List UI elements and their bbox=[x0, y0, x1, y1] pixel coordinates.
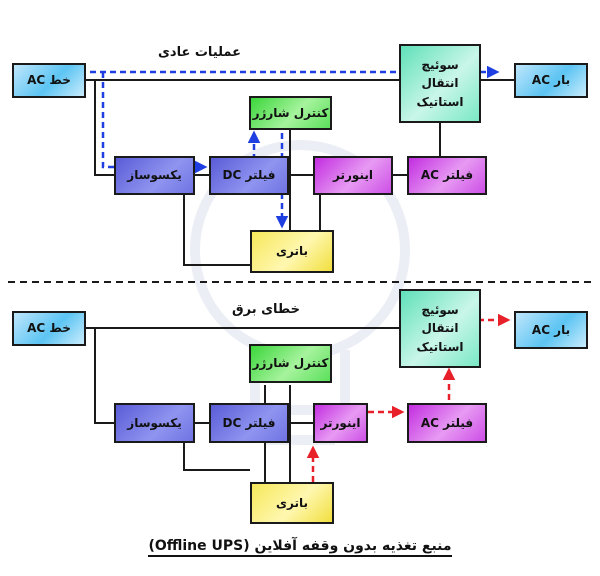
static-switch-label-1-fault: سوئیچ bbox=[421, 302, 459, 317]
diagram-title-text: منبع تغذیه بدون وقفه آفلاین (Offline UPS… bbox=[148, 538, 452, 557]
dc-filter-block-fault: فیلتر DC bbox=[209, 403, 289, 443]
static-switch-block-fault: سوئیچ انتقال استاتیک bbox=[399, 289, 481, 368]
inverter-block-fault: اینورتر bbox=[313, 403, 368, 443]
battery-block: باتری bbox=[250, 230, 334, 273]
inverter-block: اینورتر bbox=[313, 156, 393, 195]
static-switch-label-1: سوئیچ bbox=[421, 57, 459, 72]
rectifier-block-fault: یکسوساز bbox=[114, 403, 195, 443]
diagram-title: منبع تغذیه بدون وقفه آفلاین (Offline UPS… bbox=[0, 538, 600, 557]
static-switch-block: سوئیچ انتقال استاتیک bbox=[399, 44, 481, 123]
static-switch-label-3: استاتیک bbox=[416, 94, 464, 109]
static-switch-label-2: انتقال bbox=[421, 76, 459, 91]
ac-load-block-fault: بار AC bbox=[514, 311, 588, 349]
static-switch-label-3-fault: استاتیک bbox=[416, 339, 464, 354]
power-failure-label: خطای برق bbox=[232, 302, 300, 317]
charge-controller-block-fault: کنترل شارژر bbox=[249, 344, 332, 383]
ac-load-block: بار AC bbox=[514, 63, 588, 98]
fault-flow-path bbox=[306, 313, 511, 482]
ac-filter-block-fault: فیلتر AC bbox=[407, 403, 487, 443]
ac-line-block: خط AC bbox=[12, 63, 86, 98]
normal-operation-label: عملیات عادی bbox=[158, 45, 242, 60]
battery-block-fault: باتری bbox=[250, 482, 334, 524]
top-wires bbox=[86, 79, 514, 266]
charge-controller-block: کنترل شارژر bbox=[249, 96, 332, 130]
ac-line-block-fault: خط AC bbox=[12, 311, 86, 346]
rectifier-block: یکسوساز bbox=[114, 156, 195, 195]
dc-filter-block: فیلتر DC bbox=[209, 156, 289, 195]
static-switch-label-2-fault: انتقال bbox=[421, 321, 459, 336]
ac-filter-block: فیلتر AC bbox=[407, 156, 487, 195]
